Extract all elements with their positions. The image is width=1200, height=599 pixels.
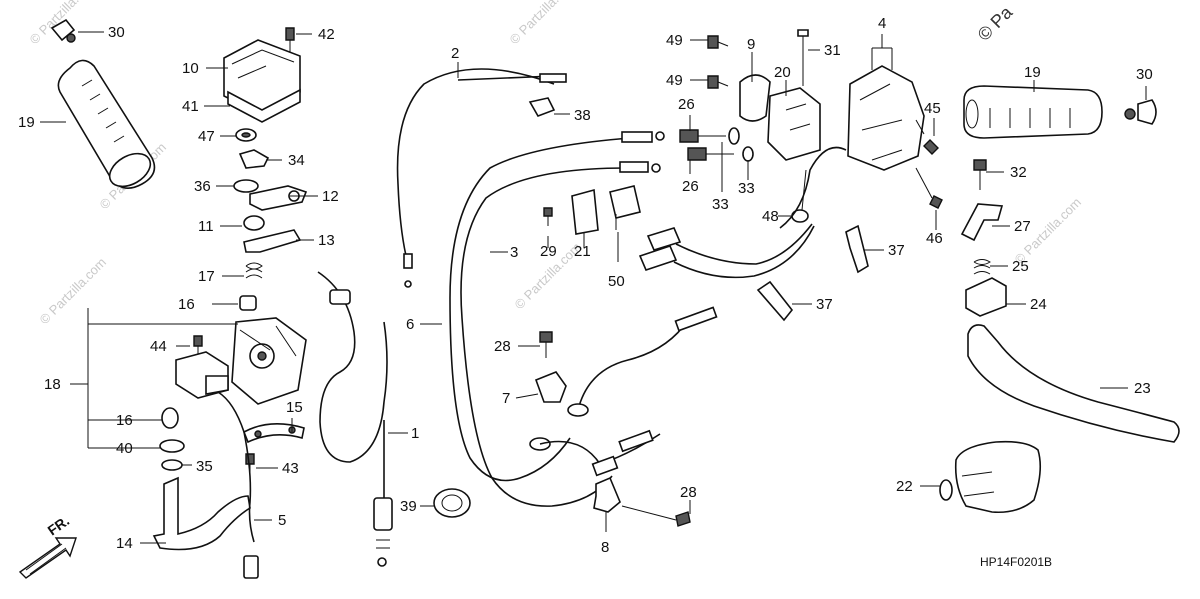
callout-12: 12	[322, 188, 339, 205]
callout-39: 39	[400, 498, 417, 515]
callout-3: 3	[510, 244, 518, 261]
callout-9: 9	[747, 36, 755, 53]
callout-48: 48	[762, 208, 779, 225]
watermarks: © Partzilla.com © Partzilla.com © Partzi…	[27, 0, 1085, 327]
callout-31: 31	[824, 42, 841, 59]
callout-18: 18	[44, 376, 61, 393]
middle-small-parts	[433, 97, 815, 527]
callout-25: 25	[1012, 258, 1029, 275]
callout-44: 44	[150, 338, 167, 355]
callout-50: 50	[608, 273, 625, 290]
callout-13: 13	[318, 232, 335, 249]
callout-20: 20	[774, 64, 791, 81]
callout-27: 27	[1014, 218, 1031, 235]
diagram-code: HP14F0201B	[980, 555, 1052, 569]
callout-labels: 30 42 10 41 19 47 34 36 12 11 13 17 16 1…	[18, 15, 1153, 556]
callout-2: 2	[451, 45, 459, 62]
leader-lines	[40, 31, 1147, 544]
callout-28: 28	[680, 484, 697, 501]
callout-16: 16	[178, 296, 195, 313]
callout-32: 32	[1010, 164, 1027, 181]
callout-6: 6	[406, 316, 414, 333]
callout-26: 26	[682, 178, 699, 195]
throttle-housing-body	[152, 317, 307, 579]
callout-10: 10	[182, 60, 199, 77]
callout-33: 33	[738, 180, 755, 197]
callout-24: 24	[1030, 296, 1047, 313]
callout-15: 15	[286, 399, 303, 416]
callout-49: 49	[666, 32, 683, 49]
watermark: © Partzilla.com	[507, 0, 580, 47]
callout-17: 17	[198, 268, 215, 285]
callout-30: 30	[1136, 66, 1153, 83]
callout-23: 23	[1134, 380, 1151, 397]
left-grip	[50, 18, 156, 189]
callout-30: 30	[108, 24, 125, 41]
cables	[317, 68, 718, 567]
callout-49: 49	[666, 72, 683, 89]
callout-21: 21	[574, 243, 591, 260]
front-arrow-icon: FR.	[18, 512, 77, 579]
callout-46: 46	[926, 230, 943, 247]
callout-1: 1	[411, 425, 419, 442]
callout-7: 7	[502, 390, 510, 407]
callout-34: 34	[288, 152, 305, 169]
callout-22: 22	[896, 478, 913, 495]
callout-36: 36	[194, 178, 211, 195]
callout-37: 37	[816, 296, 833, 313]
callout-26: 26	[678, 96, 695, 113]
right-switch-group	[679, 29, 1180, 514]
front-direction-label: FR.	[45, 512, 73, 538]
throttle-small-parts	[193, 128, 308, 356]
callout-42: 42	[318, 26, 335, 43]
callout-19: 19	[18, 114, 35, 131]
callout-19: 19	[1024, 64, 1041, 81]
callout-16: 16	[116, 412, 133, 429]
throttle-housing-cover	[223, 27, 301, 123]
callout-45: 45	[924, 100, 941, 117]
callout-11: 11	[198, 218, 214, 235]
callout-38: 38	[574, 107, 591, 124]
callout-47: 47	[198, 128, 215, 145]
callout-4: 4	[878, 15, 886, 32]
watermark: © Partzilla.com	[37, 255, 110, 328]
corner-watermark: © Pa	[974, 2, 1017, 45]
callout-29: 29	[540, 243, 557, 260]
callout-28: 28	[494, 338, 511, 355]
callout-5: 5	[278, 512, 286, 529]
callout-43: 43	[282, 460, 299, 477]
callout-35: 35	[196, 458, 213, 475]
callout-33: 33	[712, 196, 729, 213]
callout-40: 40	[116, 440, 133, 457]
callout-37: 37	[888, 242, 905, 259]
callout-14: 14	[116, 535, 133, 552]
callout-8: 8	[601, 539, 609, 556]
callout-41: 41	[182, 98, 199, 115]
